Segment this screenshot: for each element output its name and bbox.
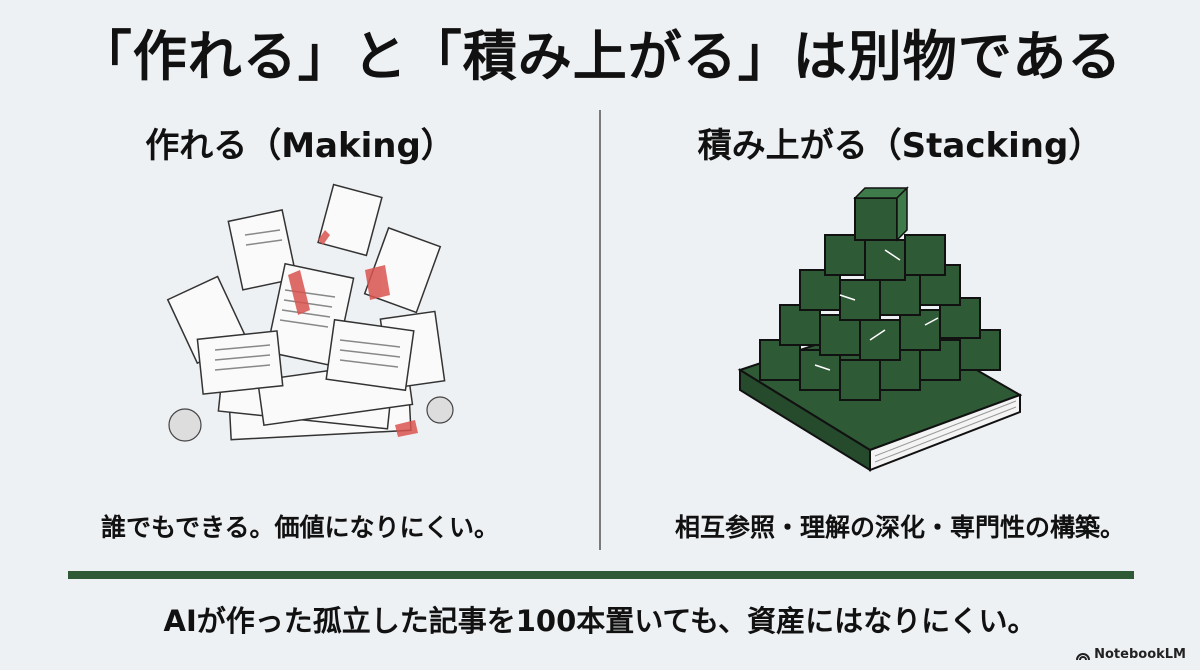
right-heading: 積み上がる（Stacking） [697, 126, 1103, 166]
left-heading: 作れる（Making） [145, 126, 455, 166]
footer-text: AIが作った孤立した記事を100本置いても、資産にはなりにくい。 [163, 604, 1037, 638]
right-caption: 相互参照・理解の深化・専門性の構築。 [674, 513, 1125, 542]
slide-title: 「作れる」と「積み上がる」は別物である [77, 25, 1123, 88]
brand-badge: NotebookLM [1076, 647, 1186, 662]
column-divider [599, 110, 601, 550]
stacked-blocks-on-book-icon [737, 186, 1023, 472]
green-rule [68, 571, 1134, 579]
notebooklm-logo-icon [1076, 652, 1091, 660]
brand-label: NotebookLM [1094, 647, 1186, 662]
left-caption: 誰でもできる。価値になりにくい。 [100, 513, 499, 542]
scattered-papers-icon [166, 183, 454, 442]
